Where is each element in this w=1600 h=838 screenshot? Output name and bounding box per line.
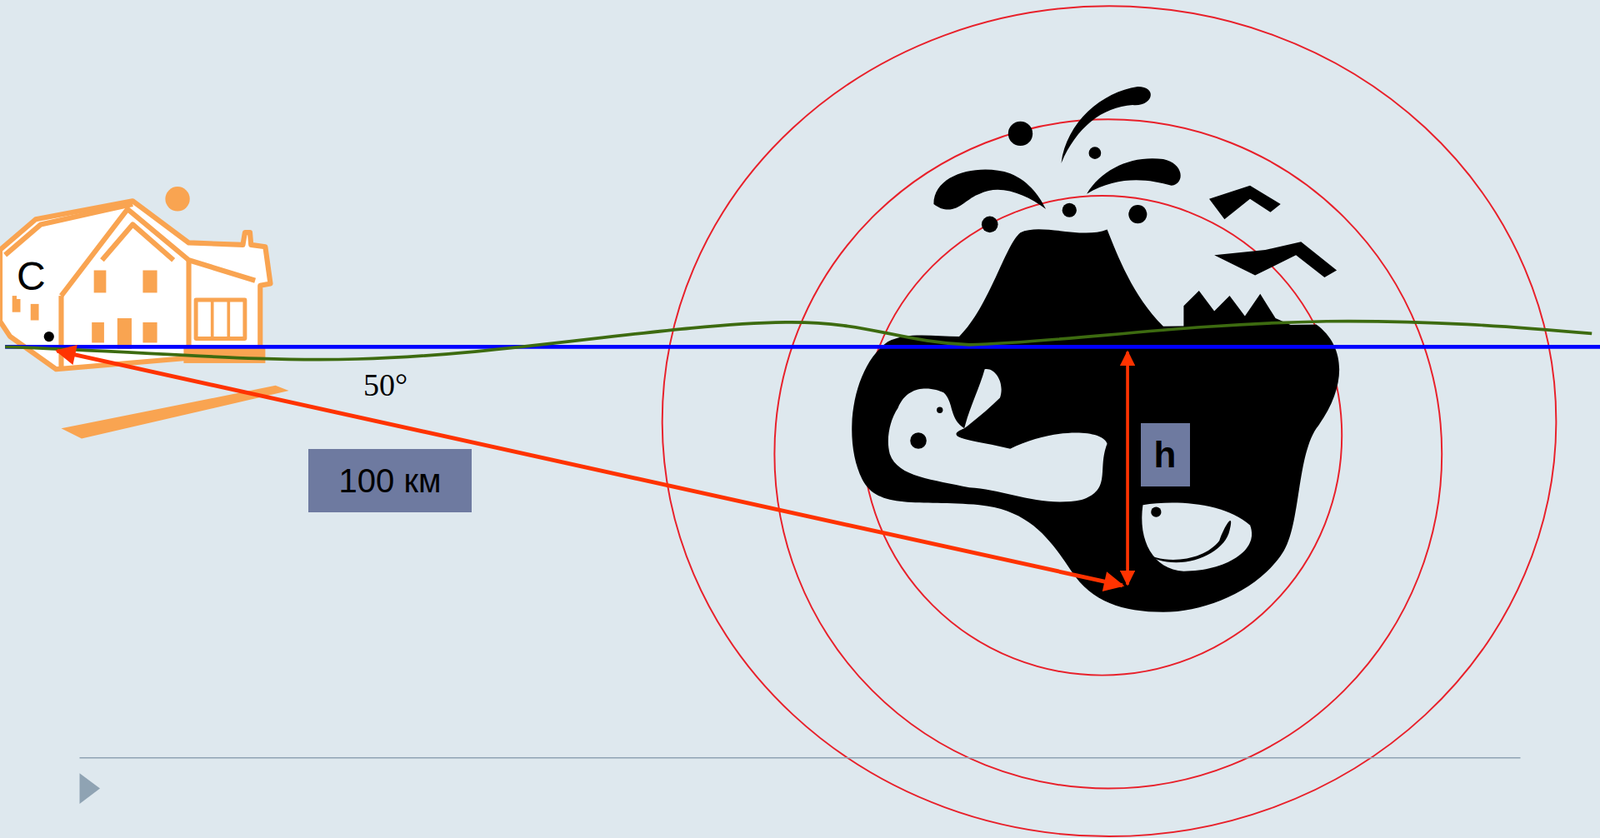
label-box: 100 км xyxy=(308,449,472,513)
distance-arrow xyxy=(57,350,1123,586)
wave-circles xyxy=(662,5,1557,837)
label-box: h xyxy=(1140,423,1190,487)
angle-label: 50° xyxy=(363,366,408,404)
box-text: 100 км xyxy=(339,462,442,500)
station-dot xyxy=(44,331,55,342)
surface-line xyxy=(5,345,1600,350)
footer-triangle xyxy=(80,773,100,805)
box-text: h xyxy=(1154,434,1177,476)
volcano-figure xyxy=(851,86,1340,613)
station-label: C xyxy=(16,253,46,300)
footer-rule xyxy=(80,757,1521,759)
wave-line xyxy=(5,321,1592,360)
house-icon xyxy=(0,186,290,439)
depth-arrow xyxy=(1125,351,1130,585)
